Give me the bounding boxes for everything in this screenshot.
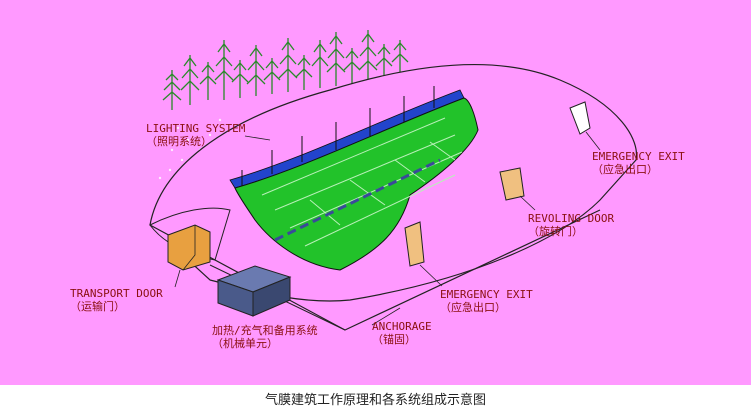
label-mechanical-unit: 加热/充气和备用系统 （机械单元）	[212, 324, 318, 350]
pine-trees	[162, 30, 409, 110]
air-dome-illustration	[149, 30, 638, 331]
emergency-exit-front-shape	[404, 221, 425, 267]
lighting-poles	[241, 86, 435, 186]
label-transport-door: TRANSPORT DOOR （运输门）	[70, 287, 163, 313]
diagram-canvas: LIGHTING SYSTEM （照明系统） EMERGENCY EXIT （应…	[0, 0, 751, 385]
center-line	[274, 158, 441, 242]
revolving-door-shape	[499, 167, 525, 201]
label-anchorage: ANCHORAGE （锚固）	[372, 320, 432, 346]
field	[234, 97, 479, 271]
emergency-exit-right-shape	[569, 101, 591, 135]
mechanical-unit-side	[252, 276, 291, 317]
label-emergency-exit-front: EMERGENCY EXIT （应急出口）	[440, 288, 533, 314]
label-revolving-door: REVOLING DOOR （旋转门）	[528, 212, 615, 238]
figure-caption: 气膜建筑工作原理和各系统组成示意图	[264, 393, 486, 408]
leader-lines	[174, 131, 601, 326]
label-lighting-system: LIGHTING SYSTEM （照明系统）	[146, 122, 246, 148]
label-emergency-exit-right: EMERGENCY EXIT （应急出口）	[592, 150, 685, 176]
